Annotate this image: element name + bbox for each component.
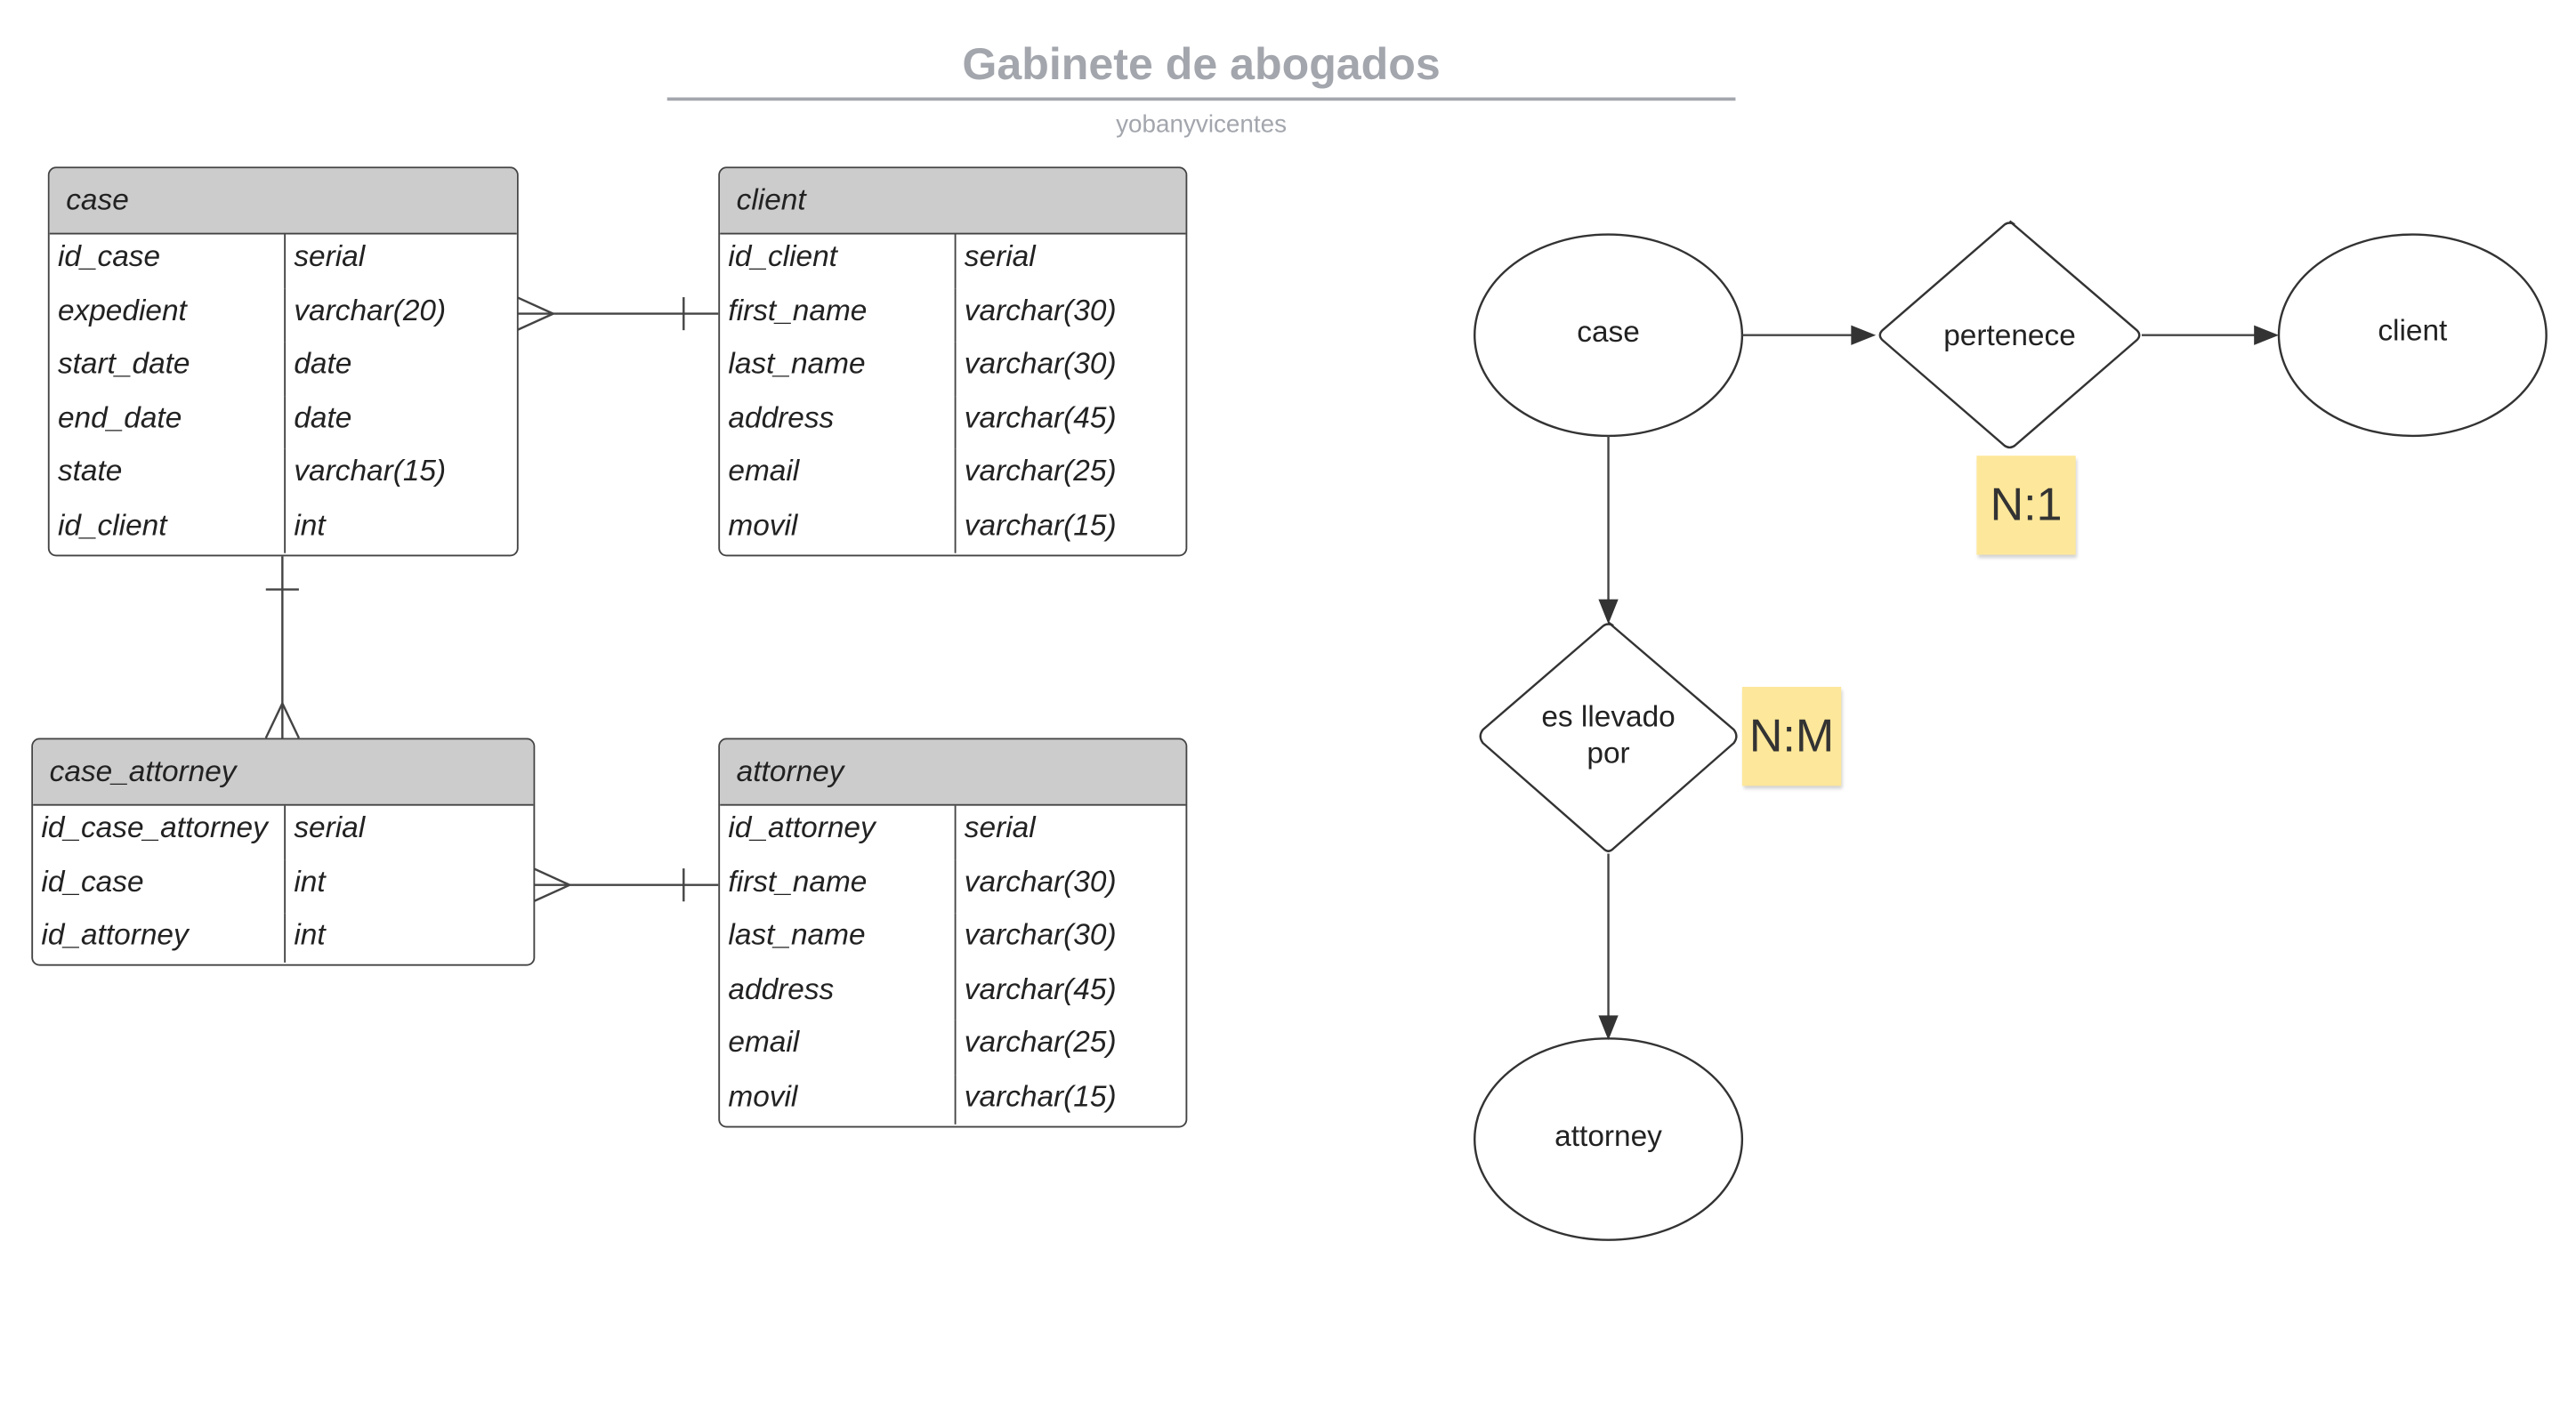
field-name: state	[57, 454, 123, 488]
case-caseattorney-crowfoot-right	[281, 703, 300, 739]
field-name: address	[728, 400, 835, 434]
field-name: address	[728, 972, 835, 1005]
field-type: varchar(30)	[954, 287, 1186, 343]
er-relation-pertenece-shape	[1878, 220, 2141, 449]
field-name: movil	[728, 1078, 798, 1112]
er-relation-pertenece[interactable]: pertenece	[1943, 318, 2076, 352]
field-type: serial	[954, 805, 1186, 859]
field-type: date	[284, 395, 517, 449]
field-type: varchar(30)	[954, 913, 1186, 967]
field-name: id_case_attorney	[41, 810, 268, 844]
field-name: id_case	[41, 864, 144, 898]
case-client-crowfoot-bottom	[516, 312, 554, 332]
field-name: movil	[728, 507, 798, 541]
diagram-title: Gabinete de abogados	[962, 39, 1441, 90]
field-type: serial	[954, 234, 1186, 288]
diagram-author: yobanyvicentes	[1116, 110, 1288, 139]
table-attorney-header: attorney	[720, 739, 1186, 806]
field-type: varchar(15)	[284, 448, 517, 504]
table-field-row[interactable]: email varchar(25)	[720, 1020, 1186, 1075]
field-type: varchar(15)	[954, 503, 1186, 553]
table-field-row[interactable]: id_attorney serial	[720, 805, 1186, 859]
table-field-row[interactable]: address varchar(45)	[720, 966, 1186, 1020]
field-name: email	[728, 1025, 800, 1059]
field-type: varchar(25)	[954, 448, 1186, 504]
title-underline	[666, 97, 1736, 101]
er-entity-attorney[interactable]: attorney	[1554, 1119, 1662, 1153]
field-type: varchar(45)	[954, 395, 1186, 449]
table-field-row[interactable]: id_case int	[33, 859, 533, 914]
table-field-row[interactable]: id_client int	[50, 503, 517, 553]
field-type: int	[284, 859, 533, 914]
table-field-row[interactable]: first_name varchar(30)	[720, 859, 1186, 914]
table-field-row[interactable]: start_date date	[50, 342, 517, 396]
arrowhead-pertenece	[1851, 325, 1877, 345]
field-type: varchar(30)	[954, 859, 1186, 914]
case-client-crowfoot-top	[516, 295, 554, 315]
field-type: serial	[284, 234, 517, 288]
table-field-row[interactable]: first_name varchar(30)	[720, 287, 1186, 343]
field-name: id_case	[57, 239, 161, 273]
field-type: varchar(30)	[954, 342, 1186, 396]
table-field-row[interactable]: address varchar(45)	[720, 395, 1186, 449]
field-name: id_attorney	[41, 917, 189, 951]
field-type: date	[284, 342, 517, 396]
field-type: varchar(45)	[954, 966, 1186, 1020]
table-client-header: client	[720, 168, 1186, 235]
case-caseattorney-crowfoot-left	[264, 703, 284, 739]
cardinality-note-n1[interactable]: N:1	[1976, 456, 2076, 555]
field-type: int	[284, 913, 533, 963]
field-name: email	[728, 454, 800, 488]
field-type: serial	[284, 805, 533, 859]
field-name: last_name	[728, 346, 866, 380]
field-name: id_client	[728, 239, 837, 273]
table-field-row[interactable]: last_name varchar(30)	[720, 342, 1186, 396]
field-type: int	[284, 503, 517, 553]
field-name: id_attorney	[728, 810, 876, 844]
table-case-attorney-header: case_attorney	[33, 739, 534, 806]
table-field-row[interactable]: state varchar(15)	[50, 448, 517, 504]
field-name: id_client	[57, 507, 167, 541]
table-field-row[interactable]: last_name varchar(30)	[720, 913, 1186, 967]
field-type: varchar(15)	[954, 1074, 1186, 1125]
caseattorney-attorney-crowfoot-bottom	[532, 883, 570, 903]
arrowhead-llevado	[1598, 599, 1619, 625]
arrowhead-attorney	[1598, 1015, 1619, 1041]
field-type: varchar(25)	[954, 1020, 1186, 1075]
table-field-row[interactable]: movil varchar(15)	[720, 1074, 1185, 1125]
caseattorney-attorney-crowfoot-top	[532, 867, 570, 886]
table-field-row[interactable]: end_date date	[50, 395, 517, 449]
table-field-row[interactable]: movil varchar(15)	[720, 503, 1185, 553]
table-client[interactable]: client id_client serial first_name varchar(…	[718, 166, 1188, 557]
field-name: start_date	[57, 346, 190, 380]
table-field-row[interactable]: id_case serial	[50, 234, 517, 288]
field-type: varchar(20)	[284, 287, 517, 343]
cardinality-note-nm[interactable]: N:M	[1741, 687, 1842, 786]
table-field-row[interactable]: id_client serial	[720, 234, 1186, 288]
arrowhead-client	[2254, 325, 2280, 345]
table-field-row[interactable]: email varchar(25)	[720, 448, 1186, 504]
er-relation-llevado-shape	[1479, 621, 1738, 852]
table-case-header: case	[49, 168, 517, 235]
field-name: end_date	[57, 400, 182, 434]
field-name: last_name	[728, 917, 866, 951]
er-relation-llevado[interactable]: es llevado por	[1541, 699, 1676, 770]
field-name: expedient	[57, 293, 187, 327]
er-entity-client[interactable]: client	[2378, 313, 2448, 347]
er-entity-case[interactable]: case	[1577, 315, 1640, 349]
field-name: first_name	[728, 864, 868, 898]
field-name: first_name	[728, 293, 868, 327]
table-field-row[interactable]: expedient varchar(20)	[50, 287, 517, 343]
table-field-row[interactable]: id_case_attorney serial	[33, 805, 533, 859]
table-field-row[interactable]: id_attorney int	[33, 913, 533, 963]
